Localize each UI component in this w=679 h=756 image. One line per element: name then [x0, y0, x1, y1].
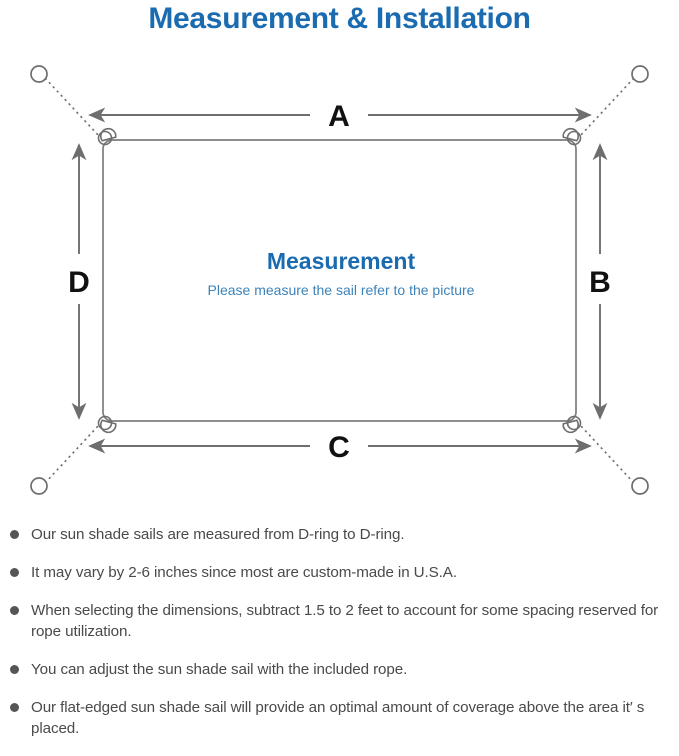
bullet-icon	[10, 568, 19, 577]
d-ring-circle-top-right	[566, 130, 582, 146]
dimension-label-a: A	[328, 100, 350, 133]
dimension-label-b: B	[589, 266, 611, 299]
anchor-point-bottom-left	[30, 477, 48, 495]
bullet-icon	[10, 530, 19, 539]
anchor-point-top-left	[30, 65, 48, 83]
list-item: Our flat-edged sun shade sail will provi…	[0, 697, 679, 739]
d-ring-circle-top-left	[97, 130, 113, 146]
list-item: When selecting the dimensions, subtract …	[0, 600, 679, 642]
note-text: It may vary by 2-6 inches since most are…	[31, 564, 457, 581]
page-title: Measurement & Installation	[148, 2, 531, 35]
list-item: You can adjust the sun shade sail with t…	[0, 659, 679, 680]
bullet-icon	[10, 606, 19, 615]
notes-list: Our sun shade sails are measured from D-…	[0, 524, 679, 756]
dimension-label-d: D	[68, 266, 90, 299]
list-item: It may vary by 2-6 inches since most are…	[0, 562, 679, 583]
note-text: Our flat-edged sun shade sail will provi…	[31, 699, 645, 737]
list-item: Our sun shade sails are measured from D-…	[0, 524, 679, 545]
note-text: When selecting the dimensions, subtract …	[31, 602, 659, 640]
rope-line-bottom-right	[579, 424, 635, 484]
note-text: You can adjust the sun shade sail with t…	[31, 661, 408, 678]
rope-line-top-right	[579, 77, 635, 137]
dimension-label-c: C	[328, 431, 350, 464]
note-text: Our sun shade sails are measured from D-…	[31, 526, 405, 543]
bullet-icon	[10, 665, 19, 674]
sail-body	[102, 139, 577, 422]
anchor-point-top-right	[631, 65, 649, 83]
diagram-center-subtext: Please measure the sail refer to the pic…	[208, 282, 475, 298]
measurement-diagram: A C D B Measurement Please measure the s…	[0, 42, 679, 512]
rope-line-top-left	[44, 77, 100, 137]
diagram-center-heading: Measurement	[267, 248, 416, 274]
bullet-icon	[10, 703, 19, 712]
d-ring-circle-bottom-left	[97, 415, 113, 431]
d-ring-circle-bottom-right	[566, 415, 582, 431]
rope-line-bottom-left	[44, 424, 100, 484]
anchor-point-bottom-right	[631, 477, 649, 495]
